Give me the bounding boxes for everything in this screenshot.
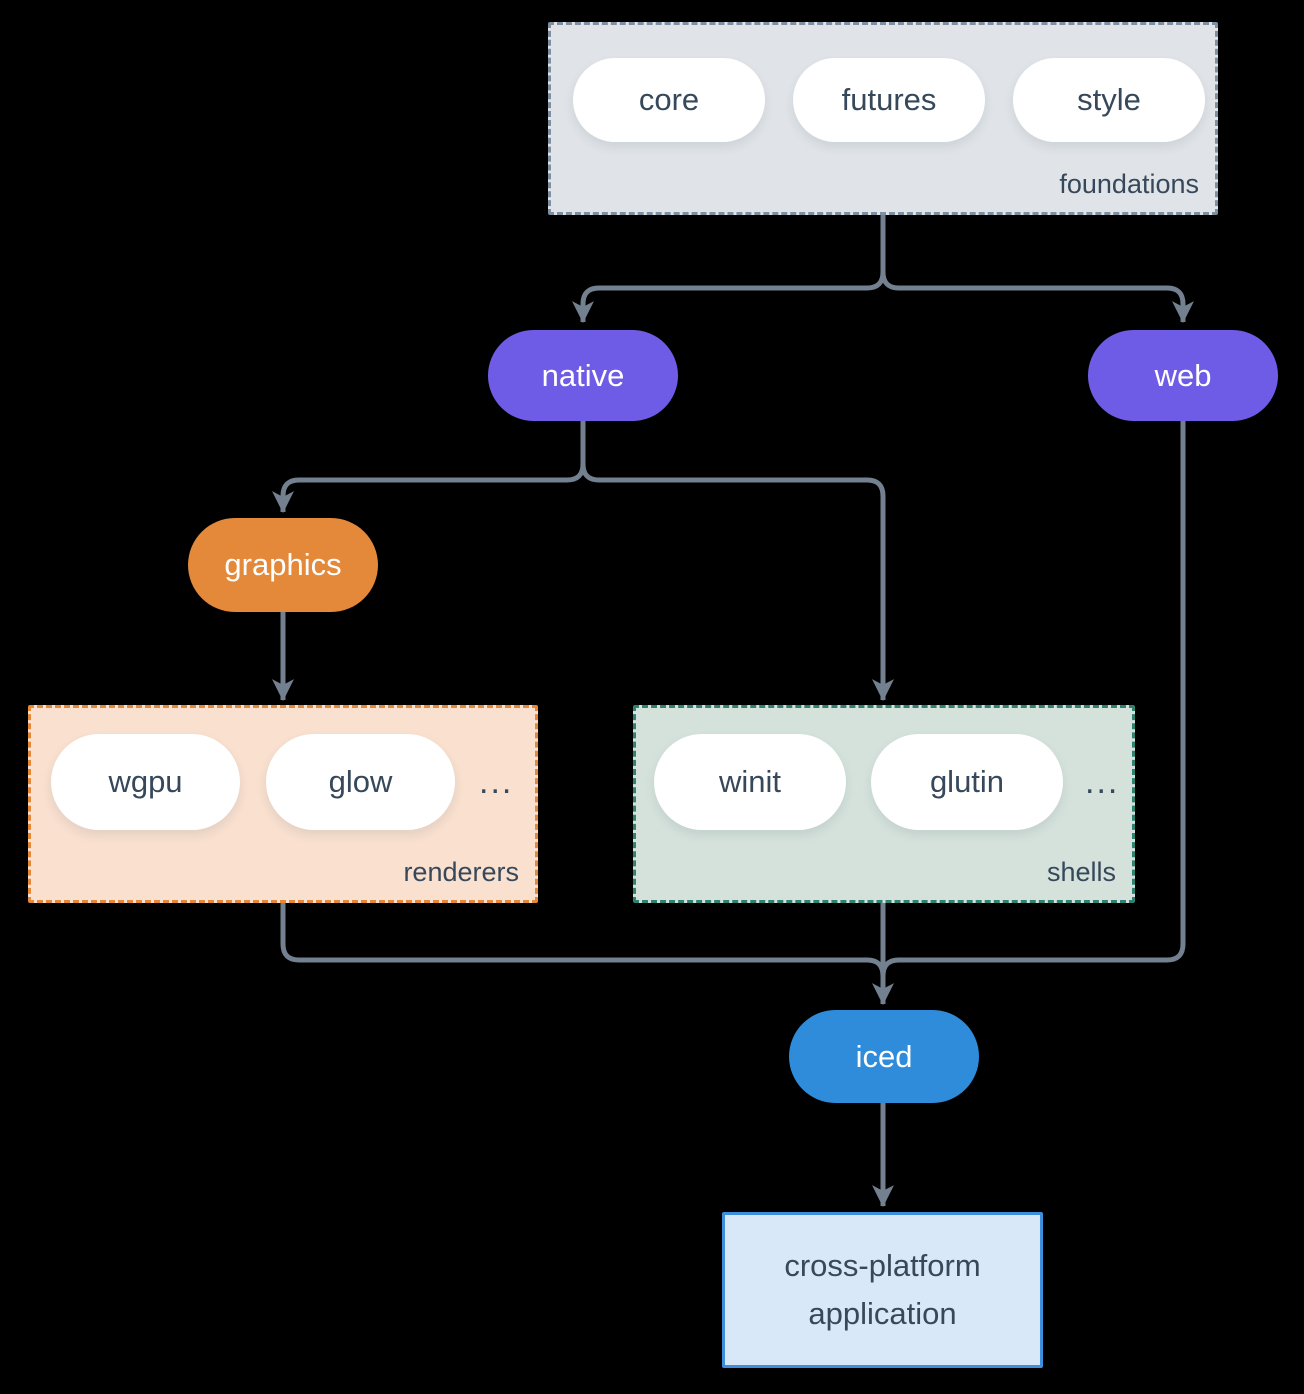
node-winit-label: winit [718,764,781,799]
group-shells: winit glutin ... shells [633,705,1135,903]
edge-renderers-to-merge [280,903,886,977]
node-iced: iced [789,1010,979,1103]
edge-native-to-graphics [272,421,586,514]
node-futures: futures [793,58,985,142]
node-native-label: native [541,357,625,393]
node-glutin: glutin [871,734,1063,830]
node-winit: winit [654,734,846,830]
node-application-label: cross-platform application [784,1247,981,1331]
shells-pill-row: winit glutin ... [654,734,1119,830]
edge-foundations-to-web [880,215,1194,324]
renderers-pill-row: wgpu glow ... [51,734,513,830]
node-glutin-label: glutin [929,764,1005,799]
node-core-label: core [638,82,700,117]
node-application: cross-platform application [722,1212,1043,1368]
node-web-label: web [1154,357,1212,393]
node-glow-label: glow [328,764,393,799]
node-style: style [1013,58,1205,142]
node-core: core [573,58,765,142]
node-iced-label: iced [855,1038,913,1074]
edge-native-to-shells [580,421,894,702]
node-wgpu: wgpu [51,734,240,830]
node-graphics-label: graphics [224,547,342,582]
shells-group-label: shells [1046,857,1116,887]
node-glow: glow [266,734,455,830]
renderers-group-label: renderers [403,857,519,887]
foundations-pill-row: core futures style [573,58,1205,142]
node-native: native [488,330,678,421]
renderers-ellipsis: ... [479,762,514,801]
node-style-label: style [1077,82,1141,117]
shells-ellipsis: ... [1085,762,1120,801]
node-wgpu-label: wgpu [108,764,183,799]
foundations-group-label: foundations [1059,169,1199,199]
node-futures-label: futures [841,82,937,117]
group-foundations: core futures style foundations [548,22,1218,215]
group-renderers: wgpu glow ... renderers [28,705,538,903]
node-graphics: graphics [188,518,378,612]
node-web: web [1088,330,1278,421]
edge-foundations-to-native [572,215,886,324]
